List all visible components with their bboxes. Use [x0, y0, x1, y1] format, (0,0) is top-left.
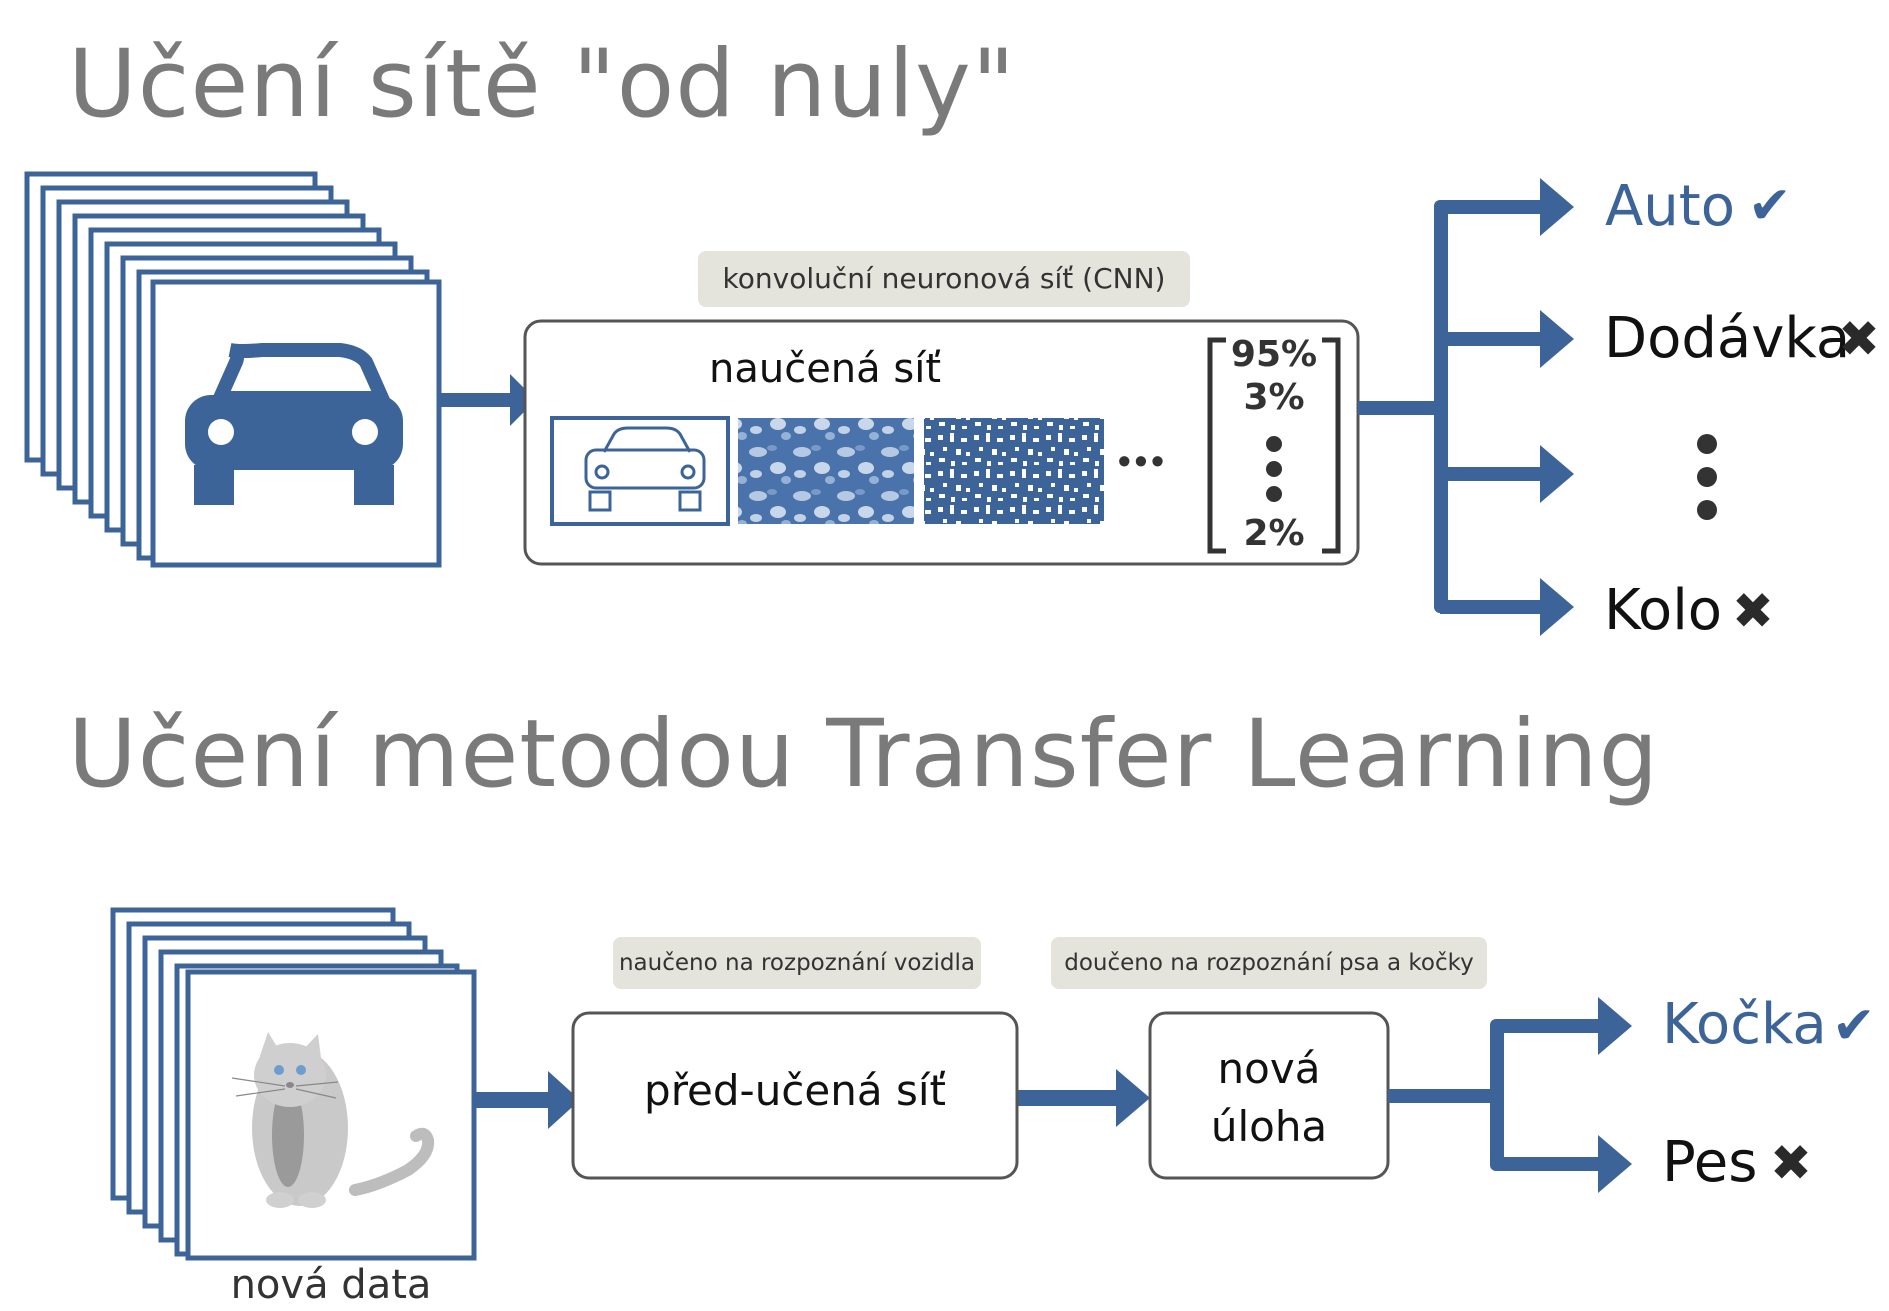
finetune-caption: doučeno na rozpoznání psa a kočky — [1051, 937, 1487, 989]
vertical-ellipsis — [1266, 436, 1282, 502]
car-icon — [185, 343, 403, 505]
title-scratch: Učení sítě "od nuly" — [68, 30, 1016, 139]
title-transfer: Učení metodou Transfer Learning — [68, 700, 1660, 809]
output-branches-bottom — [1388, 997, 1632, 1193]
feature-map-1 — [738, 418, 914, 524]
cross-icon: ✖ — [1770, 1134, 1812, 1192]
cross-icon: ✖ — [1732, 582, 1774, 640]
car-icon — [584, 426, 706, 512]
cross-icon: ✖ — [1838, 310, 1880, 368]
network-label: naučená síť — [708, 346, 942, 392]
new-task-line: úloha — [1210, 1102, 1328, 1151]
output-label-kocka: Kočka — [1662, 992, 1827, 1057]
arrow-icon — [441, 374, 536, 426]
feature-ellipsis: ••• — [1118, 440, 1168, 481]
new-task-label: nová úloha — [1150, 1040, 1388, 1156]
new-data-label: nová data — [230, 1262, 432, 1308]
probability-value: 3% — [1243, 377, 1305, 418]
new-data-stack — [110, 907, 477, 1261]
arrow-icon — [474, 1069, 1150, 1129]
pretrained-caption: naučeno na rozpoznání vozidla — [613, 937, 981, 989]
pretrained-box-label: před-učená síť — [644, 1066, 946, 1115]
pretrained-box — [571, 1011, 1019, 1180]
probability-bracket — [1207, 337, 1341, 554]
output-label-auto: Auto — [1605, 174, 1736, 239]
check-icon: ✔ — [1748, 176, 1792, 236]
feature-map-2 — [924, 418, 1104, 524]
cnn-label: konvoluční neuronová síť (CNN) — [698, 251, 1190, 307]
output-label-kolo: Kolo — [1604, 578, 1723, 643]
output-label-pes: Pes — [1662, 1130, 1758, 1195]
cat-icon — [231, 1032, 435, 1208]
check-icon: ✔ — [1832, 996, 1876, 1056]
output-label-dodavka: Dodávka — [1604, 306, 1851, 371]
input-thumbnail — [550, 416, 730, 526]
output-branches-top — [1358, 178, 1574, 636]
new-task-line: nová — [1217, 1044, 1321, 1093]
probability-value: 95% — [1230, 334, 1318, 375]
outputs-vertical-ellipsis — [1697, 434, 1717, 520]
probability-value: 2% — [1243, 513, 1305, 554]
